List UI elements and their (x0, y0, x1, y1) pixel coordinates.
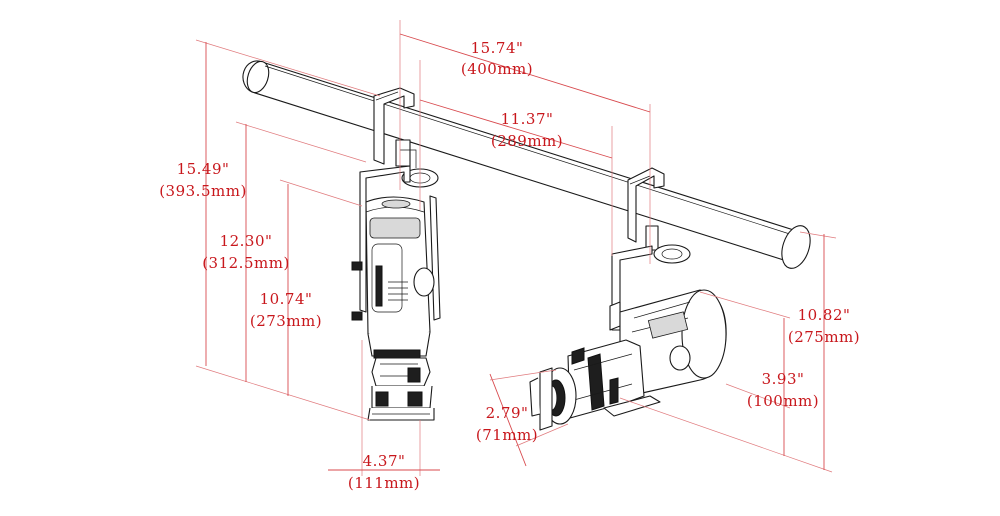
svg-text:(393.5mm): (393.5mm) (159, 182, 247, 200)
label-lens-diameter: 2.79" (71mm) (476, 404, 538, 444)
svg-text:(275mm): (275mm) (788, 328, 860, 346)
label-width-fixture-spacing: 11.37" (289mm) (491, 110, 563, 150)
svg-text:11.37": 11.37" (501, 110, 554, 128)
tilted-fixture (529, 167, 727, 431)
label-height-lower: 10.74" (273mm) (250, 290, 322, 330)
mounting-pipe (242, 60, 811, 269)
svg-text:10.74": 10.74" (260, 290, 313, 308)
svg-text:(100mm): (100mm) (747, 392, 819, 410)
svg-text:(312.5mm): (312.5mm) (202, 254, 290, 272)
svg-text:4.37": 4.37" (363, 452, 406, 470)
svg-text:15.49": 15.49" (177, 160, 230, 178)
svg-text:(111mm): (111mm) (348, 474, 420, 492)
label-height-overall: 15.49" (393.5mm) (159, 160, 247, 200)
label-tilt-length: 10.82" (275mm) (788, 306, 860, 346)
svg-text:3.93": 3.93" (762, 370, 805, 388)
svg-text:12.30": 12.30" (220, 232, 273, 250)
label-width-base: 4.37" (111mm) (348, 452, 420, 492)
label-width-pipe-overall: 15.74" (400mm) (461, 39, 533, 78)
svg-text:2.79": 2.79" (486, 404, 529, 422)
svg-text:10.82": 10.82" (798, 306, 851, 324)
vertical-fixture (351, 87, 441, 421)
svg-text:(71mm): (71mm) (476, 426, 538, 444)
svg-text:(289mm): (289mm) (491, 132, 563, 150)
svg-text:(400mm): (400mm) (461, 60, 533, 78)
dimension-lines (195, 20, 837, 476)
svg-text:15.74": 15.74" (471, 39, 524, 57)
label-tilt-height: 3.93" (100mm) (747, 370, 819, 410)
svg-text:(273mm): (273mm) (250, 312, 322, 330)
label-height-body: 12.30" (312.5mm) (202, 232, 290, 272)
